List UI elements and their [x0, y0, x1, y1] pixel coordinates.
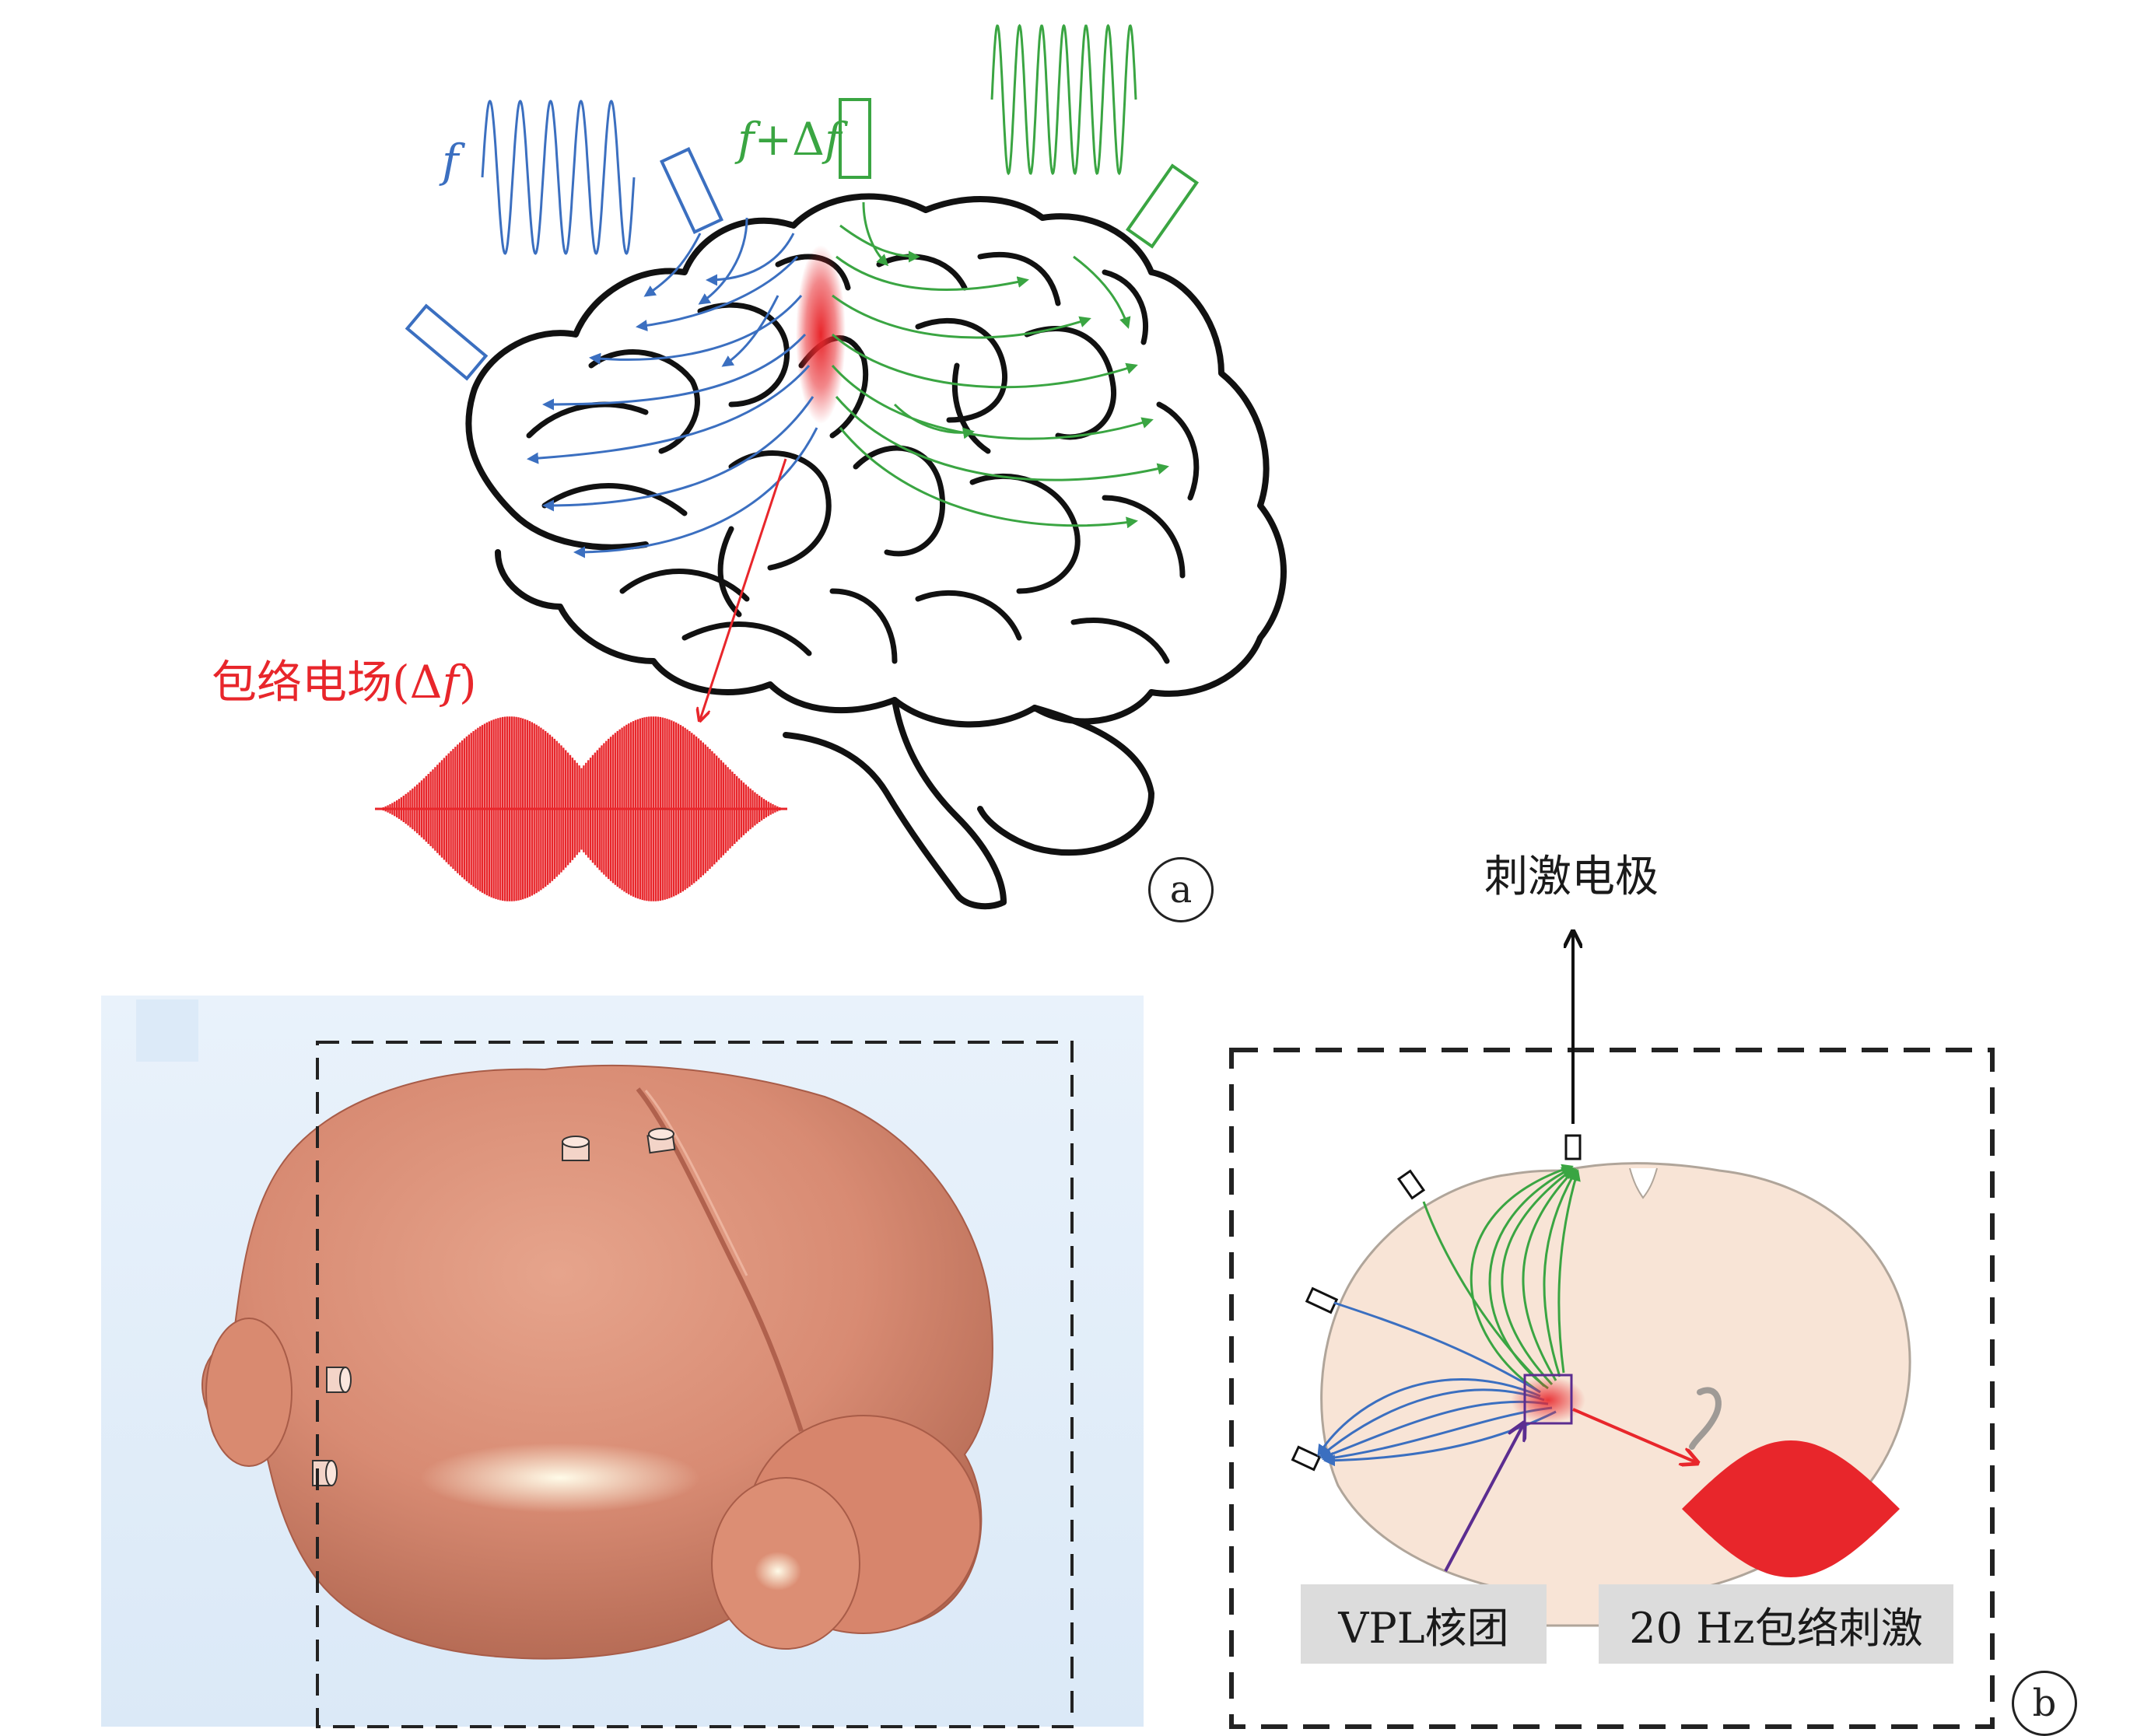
label-vpl-nucleus: VPL核团	[1301, 1584, 1547, 1664]
roi-dashed-box-right	[1229, 1048, 1995, 1729]
label-frequency-f: f	[442, 135, 459, 187]
label-envelope-main: 包络电场(Δ	[212, 656, 443, 709]
focal-to-envelope-arrow	[700, 458, 787, 719]
field-lines-blue-b	[1317, 1301, 1557, 1467]
field-lines-green	[831, 201, 1169, 529]
olfactory-bulb-3d	[205, 1318, 293, 1467]
electrode-green-right	[1125, 163, 1200, 249]
electrode-2d-upper-left	[1396, 1169, 1426, 1200]
electrode-blue-top	[659, 146, 724, 235]
roi-dashed-box-left	[316, 1041, 1074, 1728]
vpl-roi-box	[1523, 1374, 1573, 1425]
vpl-to-envelope-arrow	[1572, 1408, 1696, 1462]
panel-label-a: a	[1148, 857, 1214, 922]
field-lines-blue	[527, 217, 818, 558]
carrier-wave-f	[481, 100, 636, 255]
brain-outline	[465, 193, 1287, 910]
panel-b-coronal	[1229, 933, 1995, 1729]
label-envelope-f: f	[442, 656, 459, 709]
label-envelope-field: 包络电场(Δf)	[212, 660, 477, 705]
electrode-2d-mid-left	[1305, 1286, 1339, 1314]
electrode-green-top	[839, 98, 871, 179]
panel-label-b: b	[2012, 1671, 2077, 1736]
vpl-label-arrow	[1444, 1425, 1523, 1572]
label-envelope-close: )	[458, 656, 477, 709]
label-envelope-stimulation: 20 Hz包络刺激	[1599, 1584, 1953, 1664]
electrode-3d-top-right	[646, 1128, 676, 1154]
electrode-3d-top-left	[562, 1136, 590, 1161]
ventricle	[1689, 1387, 1722, 1450]
label-frequency-f-plus-delta: f+Δf	[737, 117, 841, 162]
focal-stimulation-region	[796, 245, 846, 424]
field-lines-green-b	[1422, 1164, 1581, 1394]
panel-b-3d-model	[101, 996, 1144, 1728]
panel-a	[375, 23, 1287, 910]
envelope-waveform-b	[1682, 1440, 1900, 1577]
electrode-3d-side-upper	[326, 1367, 352, 1393]
electrode-2d-lower-left	[1291, 1445, 1322, 1472]
carrier-wave-f-plus-delta	[990, 23, 1137, 176]
label-f-italic-tail: f	[824, 113, 842, 166]
electrode-blue-left	[405, 303, 489, 381]
label-f-italic: f	[737, 113, 755, 166]
vpl-hotspot	[1511, 1377, 1585, 1423]
electrode-2d-top	[1564, 1134, 1582, 1160]
label-stimulation-electrode: 刺激电极	[1484, 852, 1659, 902]
brain-gyri	[526, 252, 1200, 664]
label-plus-delta: +Δ	[754, 113, 825, 166]
